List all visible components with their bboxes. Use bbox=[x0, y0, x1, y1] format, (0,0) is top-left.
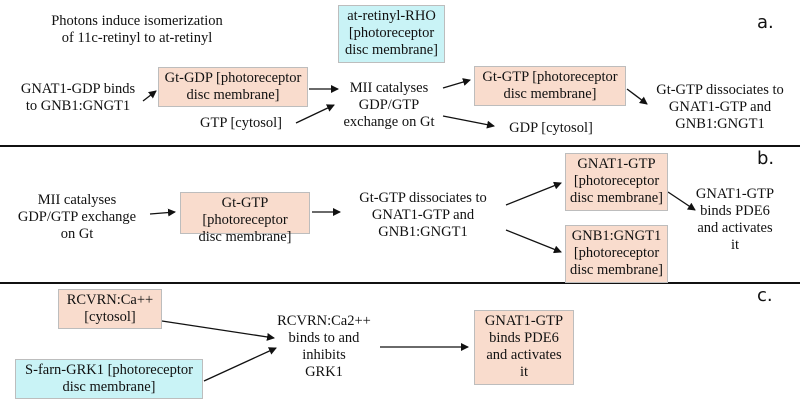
panel-label-c: c. bbox=[757, 285, 773, 306]
node-b-gt-gtp: Gt-GTP [photoreceptor disc membrane] bbox=[180, 192, 310, 245]
node-c-gnat1-binds-pde6: GNAT1-GTP binds PDE6 and activates it bbox=[474, 310, 574, 385]
node-a-gt-gtp-dissociates: Gt-GTP dissociates to GNAT1-GTP and GNB1… bbox=[656, 82, 784, 132]
arrow-b-dissociates-to-gnat1 bbox=[505, 181, 562, 206]
node-a-gt-gtp: Gt-GTP [photoreceptor disc membrane] bbox=[474, 66, 626, 106]
arrow-c-rcvrn-to-binds bbox=[161, 320, 275, 341]
node-a-photons: Photons induce isomerization of 11c-reti… bbox=[51, 13, 223, 46]
arrow-a-gtgtp-to-dissociates bbox=[626, 88, 648, 105]
node-a-gnat1-gdp: GNAT1-GDP binds to GNB1:GNGT1 bbox=[20, 81, 136, 114]
arrow-a-gtp-to-mii bbox=[295, 104, 335, 124]
arrow-b-mii-to-gtgtp bbox=[149, 208, 176, 217]
node-a-gt-gdp: Gt-GDP [photoreceptor disc membrane] bbox=[158, 67, 308, 107]
node-b-gnb1-gngt1: GNB1:GNGT1 [photoreceptor disc membrane] bbox=[565, 225, 668, 283]
arrow-a-gnat1gdp-to-gtgdp bbox=[142, 90, 157, 102]
node-b-gnat1-binds-pde6: GNAT1-GTP binds PDE6 and activates it bbox=[695, 186, 775, 253]
arrow-b-dissociates-to-gnb1 bbox=[505, 229, 562, 254]
node-a-at-retinyl-rho: at-retinyl-RHO [photoreceptor disc membr… bbox=[338, 5, 445, 63]
node-c-rcvrn-binds: RCVRN:Ca2++ binds to and inhibits GRK1 bbox=[277, 313, 371, 380]
node-c-s-farn-grk1: S-farn-GRK1 [photoreceptor disc membrane… bbox=[15, 359, 203, 399]
node-c-rcvrn-ca: RCVRN:Ca++ [cytosol] bbox=[58, 289, 162, 329]
node-a-gtp-cytosol: GTP [cytosol] bbox=[199, 115, 283, 131]
node-b-gnat1-gtp: GNAT1-GTP [photoreceptor disc membrane] bbox=[565, 153, 668, 211]
arrow-b-gnat1-to-pde6 bbox=[667, 191, 696, 211]
panel-label-a: a. bbox=[757, 12, 774, 33]
panel-label-b: b. bbox=[757, 148, 775, 169]
node-b-gt-gtp-dissociates: Gt-GTP dissociates to GNAT1-GTP and GNB1… bbox=[359, 190, 487, 240]
arrow-c-grk1-to-binds bbox=[203, 347, 277, 382]
arrow-a-mii-to-gdp bbox=[442, 115, 495, 129]
node-b-mii-catalyses: MII catalyses GDP/GTP exchange on Gt bbox=[17, 192, 137, 242]
node-a-mii-catalyses: MII catalyses GDP/GTP exchange on Gt bbox=[343, 80, 435, 130]
node-a-gdp-cytosol: GDP [cytosol] bbox=[509, 120, 593, 136]
arrow-a-mii-to-gtgtp bbox=[442, 78, 471, 89]
